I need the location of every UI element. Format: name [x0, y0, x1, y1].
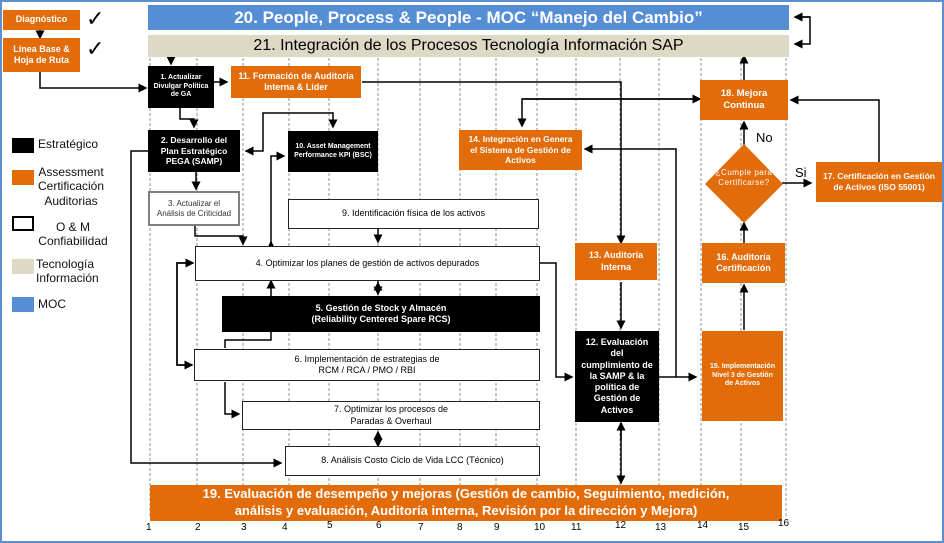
moc-bar-text: 20. People, Process & People - MOC “Mane…	[234, 7, 703, 27]
decision-no-label: No	[756, 130, 773, 145]
node-3-label: 3. Actualizar el Análisis de Criticidad	[156, 198, 232, 218]
linea-base-label: Línea Base & Hoja de Ruta	[13, 43, 70, 65]
node-17-certificacion-iso[interactable]: 17. Certificación en Gestión de Activos …	[816, 162, 942, 202]
node-16-label: 16. Auditoría Certificación	[716, 251, 771, 273]
checkmark-icon: ✓	[86, 36, 105, 61]
node-13-label: 13. Auditoría Interna	[588, 250, 644, 272]
decision-yes-label: Si	[795, 165, 807, 180]
axis-number: 2	[195, 522, 201, 533]
node-6-label-line1: 6. Implementación de estrategias de	[294, 353, 440, 364]
axis-number: 6	[376, 520, 382, 531]
node-8-label: 8. Análisis Costo Ciclo de Vida LCC (Téc…	[321, 455, 504, 466]
node-6-label-line2: RCM / RCA / PMO / RBI	[318, 365, 416, 375]
legend-label-om: O & M Confiabilidad	[38, 220, 108, 249]
axis-number: 7	[418, 522, 424, 533]
node-10-kpi[interactable]: 10. Asset Management Performance KPI (BS…	[288, 131, 378, 172]
node-8-analisis-lcc[interactable]: 8. Análisis Costo Ciclo de Vida LCC (Téc…	[285, 446, 540, 476]
node-12-label: 12. Evaluación del cumplimiento de la SA…	[581, 337, 653, 415]
node-6-implementacion-estrategias[interactable]: 6. Implementación de estrategias de RCM …	[194, 349, 540, 381]
checkmark-icon: ✓	[86, 6, 105, 31]
legend-swatch-tecnologia	[12, 259, 34, 274]
diagnostico-box: Diagnóstico	[3, 10, 80, 30]
node-14-integracion[interactable]: 14. Integración en Genera el Sistema de …	[459, 130, 582, 170]
legend-swatch-assessment	[12, 170, 34, 185]
node-15-label: 15. Implementación Nivel 3 de Gestión de…	[710, 362, 775, 388]
legend-label-assessment: Assessment Certificación Auditorias	[37, 165, 105, 208]
sap-integration-bar: 21. Integración de los Procesos Tecnolog…	[148, 35, 789, 57]
node-14-label: 14. Integración en Genera el Sistema de …	[468, 134, 573, 166]
axis-number: 14	[697, 520, 709, 531]
node-15-implementacion-nivel3[interactable]: 15. Implementación Nivel 3 de Gestión de…	[702, 331, 783, 421]
axis-number: 12	[615, 520, 627, 531]
axis-number: 4	[282, 522, 288, 533]
legend-label-estrategico: Estratégico	[38, 137, 99, 151]
sap-bar-text: 21. Integración de los Procesos Tecnolog…	[253, 37, 684, 54]
node-12-evaluacion-cumplimiento[interactable]: 12. Evaluación del cumplimiento de la SA…	[575, 331, 659, 422]
decision-cumple-certificarse[interactable]: ¿Cumple para Certificarse?	[704, 144, 784, 224]
node-18-mejora-continua[interactable]: 18. Mejora Continua	[700, 80, 788, 120]
decision-diamond-shape	[705, 144, 783, 223]
legend-swatch-estrategico	[12, 138, 34, 153]
legend-swatch-om	[12, 216, 34, 231]
axis-number: 8	[457, 522, 463, 533]
node-7-paradas-overhaul[interactable]: 7. Optimizar los procesos de Paradas & O…	[242, 401, 540, 430]
axis-number: 16	[778, 518, 790, 529]
node-19-label-line1: 19. Evaluación de desempeño y mejoras (G…	[202, 486, 730, 502]
node-11-label: 11. Formación de Auditoría Interna & Líd…	[238, 70, 354, 92]
node-18-label: 18. Mejora Continua	[720, 88, 768, 111]
node-9-identificacion[interactable]: 9. Identificación física de los activos	[288, 199, 539, 229]
node-11-formacion-auditoria[interactable]: 11. Formación de Auditoría Interna & Líd…	[231, 66, 361, 98]
legend-swatch-moc	[12, 297, 34, 312]
axis-number: 9	[494, 522, 500, 533]
node-2-plan-estrategico[interactable]: 2. Desarrollo del Plan Estratégico PEGA …	[148, 130, 240, 172]
axis-number: 10	[534, 522, 546, 533]
linea-base-box: Línea Base & Hoja de Ruta	[3, 38, 80, 72]
legend-label-moc: MOC	[38, 297, 66, 311]
node-4-label: 4. Optimizar los planes de gestión de ac…	[255, 257, 480, 268]
node-9-label: 9. Identificación física de los activos	[341, 208, 486, 219]
node-10-label: 10. Asset Management Performance KPI (BS…	[294, 142, 372, 159]
node-3-analisis-criticidad[interactable]: 3. Actualizar el Análisis de Criticidad	[148, 191, 240, 226]
node-19-label-line2: análisis y evaluación, Auditoría interna…	[234, 503, 698, 518]
node-2-label: 2. Desarrollo del Plan Estratégico PEGA …	[160, 135, 228, 167]
node-1-actualizar-politica[interactable]: 1. Actualizar Divulgar Política de GA	[148, 66, 214, 108]
moc-bar: 20. People, Process & People - MOC “Mane…	[148, 5, 789, 30]
legend-label-tecnologia: Tecnología Información	[36, 257, 99, 286]
node-7-label-line1: 7. Optimizar los procesos de	[333, 404, 449, 415]
axis-number: 15	[738, 522, 750, 533]
axis-number: 3	[241, 522, 247, 533]
node-13-auditoria-interna[interactable]: 13. Auditoría Interna	[575, 243, 657, 280]
node-19-evaluacion-desempeno[interactable]: 19. Evaluación de desempeño y mejoras (G…	[150, 485, 782, 521]
axis-number: 5	[327, 520, 333, 531]
node-5-label-line2: (Reliability Centered Spare RCS)	[311, 314, 451, 324]
axis-number: 11	[571, 522, 582, 533]
node-17-label: 17. Certificación en Gestión de Activos …	[823, 171, 935, 192]
diagnostico-label: Diagnóstico	[15, 14, 68, 25]
node-1-label: 1. Actualizar Divulgar Política de GA	[153, 73, 209, 99]
node-7-label-line2: Paradas & Overhaul	[350, 415, 432, 426]
axis-number: 13	[655, 522, 667, 533]
node-4-optimizar-planes[interactable]: 4. Optimizar los planes de gestión de ac…	[195, 246, 540, 281]
node-16-auditoria-certificacion[interactable]: 16. Auditoría Certificación	[702, 243, 785, 283]
axis-number: 1	[146, 522, 152, 533]
node-5-label-line1: 5. Gestión de Stock y Almacén	[315, 302, 447, 313]
decision-label: ¿Cumple para Certificarse?	[715, 168, 773, 188]
node-5-gestion-stock[interactable]: 5. Gestión de Stock y Almacén (Reliabili…	[222, 296, 540, 332]
